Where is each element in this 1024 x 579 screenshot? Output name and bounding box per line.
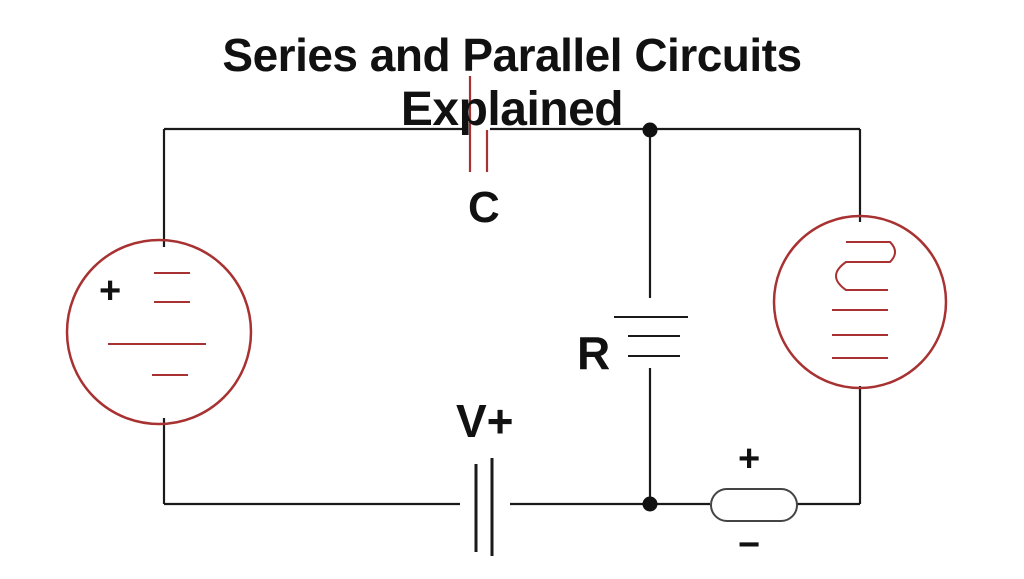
resistor-label: R bbox=[577, 327, 611, 379]
left-source-lines bbox=[108, 272, 206, 376]
junction-bottom bbox=[642, 496, 658, 512]
voltage-label: V+ bbox=[456, 395, 514, 447]
left-source-plus-label: + bbox=[99, 270, 122, 312]
fuse-plus-label: + bbox=[738, 438, 761, 480]
fuse-symbol bbox=[710, 488, 798, 522]
fuse-minus-label: − bbox=[738, 524, 761, 566]
title-line-2: Explained bbox=[400, 83, 624, 136]
left-source-circle bbox=[65, 238, 253, 426]
capacitor-label: C bbox=[468, 183, 500, 232]
wires bbox=[162, 127, 862, 506]
filament-coil bbox=[835, 241, 896, 291]
capacitor-symbol bbox=[468, 76, 489, 172]
right-lamp-filament bbox=[832, 241, 896, 359]
resistor-symbol bbox=[614, 316, 688, 357]
right-lamp bbox=[772, 214, 948, 390]
junction-top bbox=[642, 122, 658, 138]
battery-symbol bbox=[474, 458, 494, 556]
left-source bbox=[65, 238, 253, 426]
right-lamp-circle bbox=[772, 214, 948, 390]
title-line-1: Series and Parallel Circuits bbox=[222, 29, 802, 81]
